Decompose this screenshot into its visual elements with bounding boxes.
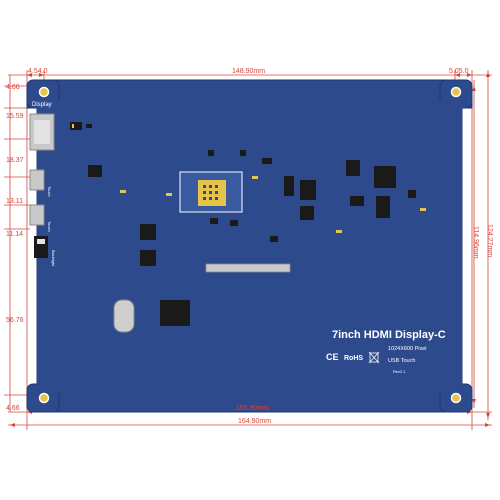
touch-label: USB Touch [388,358,415,364]
dim-top-right-offset: 5.05.0 [449,68,469,75]
dim-right-total-height: 124.27mm [486,224,493,257]
revision-label: Rev2.1 [393,369,406,374]
mounting-hole-icon [38,392,50,404]
smd-components [70,122,416,326]
usb-touch-connector [29,169,45,191]
rohs-mark: RoHS [344,355,363,362]
dim-right-inner-height: 114.96mm [472,226,479,259]
dim-top-width: 148.90mm [232,68,265,75]
dim-left-segment: 56.76 [6,317,24,324]
passive-components [72,124,426,233]
usb-touch-connector-2 [29,204,45,226]
dim-top-left-offset: 4.54.0 [28,68,48,75]
dim-left-segment: 13.11 [6,198,23,205]
dimension-arrows [10,72,490,427]
mounting-hole-icon [450,392,462,404]
dim-left-segment: 4.66 [6,84,20,91]
port-label-touch: Touch [47,186,52,197]
dim-left-segment: 15.59 [6,113,24,120]
dim-left-segment: 11.14 [6,231,23,238]
main-ic [179,171,243,213]
board-title: 7inch HDMI Display-C [332,329,446,341]
dim-bottom-total-width: 164.90mm [238,418,271,425]
resolution-label: 1024X600 Pixel [388,346,427,352]
mounting-hole-icon [450,86,462,98]
mounting-holes [38,86,462,404]
dim-left-segment: 18.37 [6,157,24,164]
dim-bottom-inner-width: 156.90mm [236,405,269,412]
pcb-body [37,100,462,392]
crystal-oscillator [113,299,135,333]
left-connectors [29,113,55,258]
weee-icon [368,351,380,364]
port-label-display: Display [32,102,52,108]
ce-mark: CE [326,352,339,362]
fpc-connector [205,263,291,273]
mounting-hole-icon [38,86,50,98]
port-label-backlight: Backlight [51,250,56,267]
dim-left-segment: 4.66 [6,405,20,412]
port-label-touch-2: Touch [47,221,52,232]
